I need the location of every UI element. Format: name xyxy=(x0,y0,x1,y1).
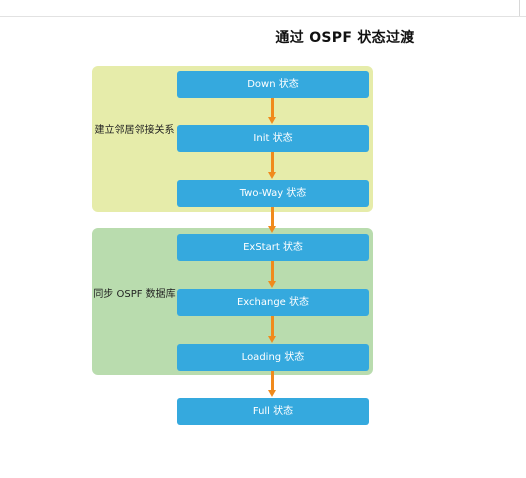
arrow-init-to-two-way-head xyxy=(268,172,276,179)
state-exchange: Exchange 状态 xyxy=(177,289,369,316)
arrow-exchange-to-loading-head xyxy=(268,336,276,343)
arrow-two-way-to-exstart-head xyxy=(268,226,276,233)
arrow-exstart-to-exchange-shaft xyxy=(271,261,274,281)
state-down: Down 状态 xyxy=(177,71,369,98)
state-exstart: ExStart 状态 xyxy=(177,234,369,261)
top-border-line xyxy=(0,16,526,17)
arrow-two-way-to-exstart-shaft xyxy=(271,207,274,226)
group-label-neighbor-adjacency: 建立邻居邻接关系 xyxy=(94,125,175,136)
top-corner-line xyxy=(519,0,520,16)
arrow-exchange-to-loading-shaft xyxy=(271,316,274,336)
state-two-way: Two-Way 状态 xyxy=(177,180,369,207)
group-label-ospf-database-sync: 同步 OSPF 数据库 xyxy=(93,289,176,300)
arrow-init-to-two-way-shaft xyxy=(271,152,274,172)
state-init: Init 状态 xyxy=(177,125,369,152)
diagram-title: 通过 OSPF 状态过渡 xyxy=(275,30,415,46)
arrow-down-to-init-head xyxy=(268,117,276,124)
arrow-exstart-to-exchange-head xyxy=(268,281,276,288)
state-loading: Loading 状态 xyxy=(177,344,369,371)
arrow-loading-to-full-shaft xyxy=(271,371,274,390)
arrow-loading-to-full-head xyxy=(268,390,276,397)
arrow-down-to-init-shaft xyxy=(271,98,274,117)
state-full: Full 状态 xyxy=(177,398,369,425)
